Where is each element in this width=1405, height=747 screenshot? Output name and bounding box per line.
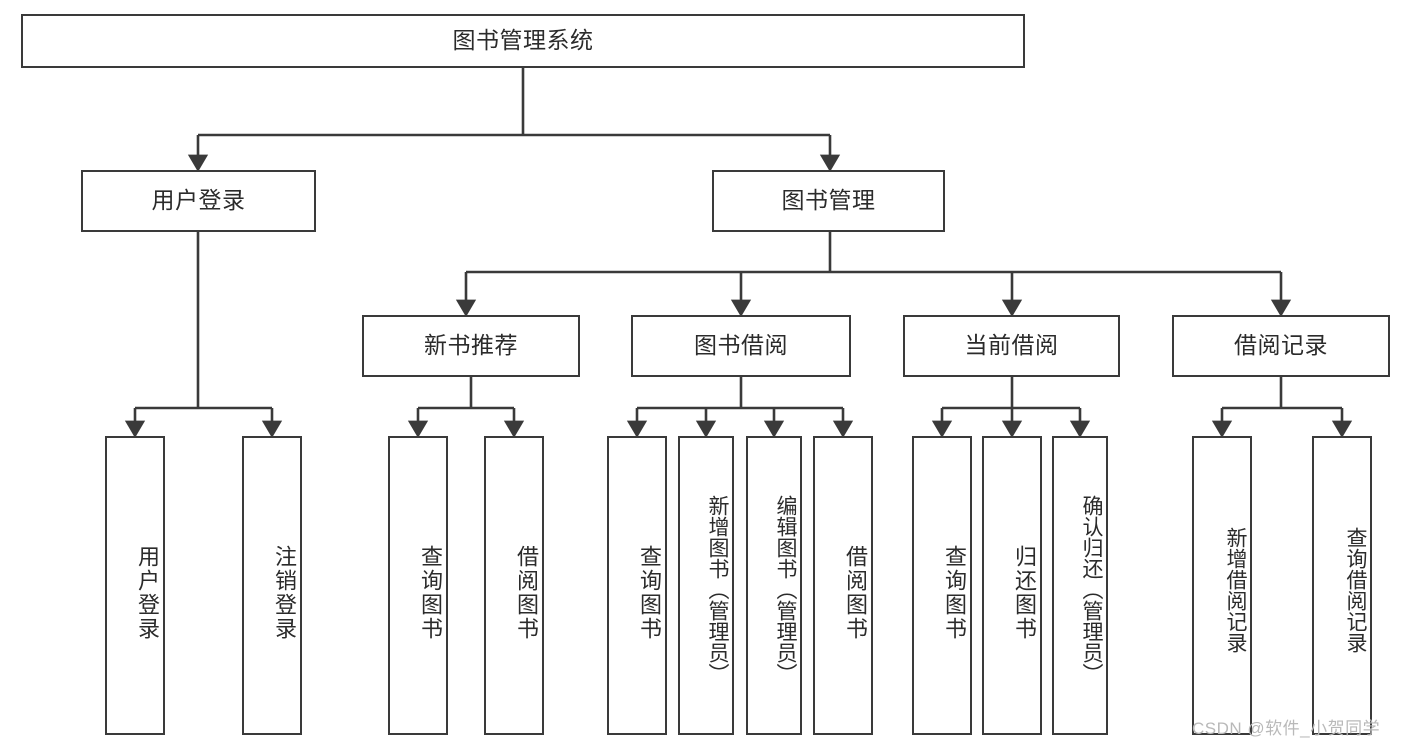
node-label: 新增借阅记录 — [1224, 526, 1247, 653]
node-label: 查询图书 — [637, 544, 662, 641]
node-label: 用户登录 — [151, 187, 246, 214]
node-label: 图书管理系统 — [452, 27, 594, 54]
leaf-query-book-3[interactable]: 查询图书 — [912, 436, 972, 735]
node-label: 新书推荐 — [424, 332, 518, 359]
leaf-borrow-book-1[interactable]: 借阅图书 — [484, 436, 544, 735]
node-label: 当前借阅 — [964, 332, 1059, 359]
node-label: 归还图书 — [1012, 544, 1037, 641]
node-label: 借阅记录 — [1234, 332, 1328, 359]
node-book-borrow[interactable]: 图书借阅 — [631, 315, 851, 377]
node-user-login[interactable]: 用户登录 — [81, 170, 316, 232]
leaf-edit-book-admin[interactable]: 编辑图书（管理员） — [746, 436, 802, 735]
node-label: 查询借阅记录 — [1344, 526, 1367, 653]
node-label: 新增图书（管理员） — [706, 495, 729, 684]
node-label: 确认归还（管理员） — [1080, 495, 1103, 684]
node-label: 借阅图书 — [843, 544, 868, 641]
leaf-query-borrow-record[interactable]: 查询借阅记录 — [1312, 436, 1372, 735]
node-label: 图书管理 — [781, 187, 876, 214]
node-new-book-recommend[interactable]: 新书推荐 — [362, 315, 580, 377]
leaf-query-book-1[interactable]: 查询图书 — [388, 436, 448, 735]
node-root[interactable]: 图书管理系统 — [21, 14, 1025, 68]
leaf-add-borrow-record[interactable]: 新增借阅记录 — [1192, 436, 1252, 735]
leaf-query-book-2[interactable]: 查询图书 — [607, 436, 667, 735]
node-label: 借阅图书 — [514, 544, 539, 641]
node-label: 查询图书 — [942, 544, 967, 641]
node-label: 用户登录 — [135, 544, 160, 641]
node-label: 注销登录 — [272, 544, 297, 641]
watermark-text: CSDN @软件_小贺同学 — [1192, 719, 1381, 738]
node-book-management[interactable]: 图书管理 — [712, 170, 945, 232]
leaf-logout[interactable]: 注销登录 — [242, 436, 302, 735]
leaf-return-book[interactable]: 归还图书 — [982, 436, 1042, 735]
leaf-user-login[interactable]: 用户登录 — [105, 436, 165, 735]
node-label: 图书借阅 — [694, 332, 788, 359]
leaf-add-book-admin[interactable]: 新增图书（管理员） — [678, 436, 734, 735]
node-label: 编辑图书（管理员） — [774, 495, 797, 684]
leaf-confirm-return-admin[interactable]: 确认归还（管理员） — [1052, 436, 1108, 735]
node-borrow-record[interactable]: 借阅记录 — [1172, 315, 1390, 377]
node-current-borrow[interactable]: 当前借阅 — [903, 315, 1120, 377]
node-label: 查询图书 — [418, 544, 443, 641]
leaf-borrow-book-2[interactable]: 借阅图书 — [813, 436, 873, 735]
